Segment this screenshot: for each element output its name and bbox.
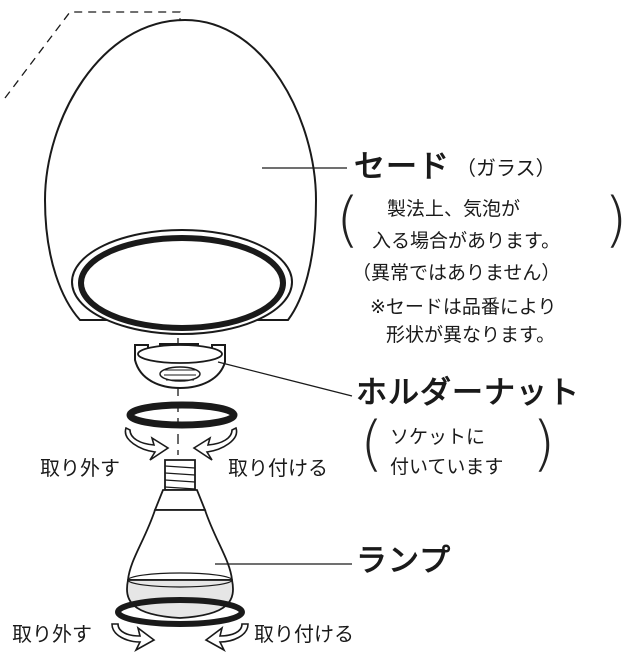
holder-note-open-paren: ( [360, 409, 384, 479]
shade-material: （ガラス） [456, 156, 556, 180]
holder-nut-top [137, 344, 223, 364]
shade-note-line1: 製法上、気泡が [387, 198, 521, 220]
holder-nut-thread [159, 366, 201, 382]
shade-opening-rim [78, 235, 286, 331]
shade-note-line2: 入る場合があります。 [372, 230, 561, 252]
shade-title: セード [354, 149, 450, 185]
remove-label-lower: 取り外す [12, 622, 92, 646]
holder-note-line2: 付いています [390, 456, 504, 478]
shade-note-close-paren: ) [604, 185, 628, 255]
holder-nut-thread-lines [163, 369, 197, 381]
rotate-attach-arrow-upper [192, 426, 238, 461]
rotate-remove-arrow-lower [111, 623, 156, 652]
rotate-attach-arrow-lower [204, 623, 249, 652]
shade [43, 18, 318, 335]
rotate-remove-arrow-upper [124, 426, 170, 461]
attach-label-upper: 取り付ける [228, 456, 328, 480]
holder-leader-line [217, 361, 353, 397]
holder-note-line1: ソケットに [390, 426, 486, 448]
holder-nut [134, 343, 226, 390]
shade-note-open-paren: ( [336, 185, 360, 255]
remove-label-upper: 取り外す [40, 456, 120, 480]
lamp-screw-threads [164, 465, 196, 490]
attach-label-lower: 取り付ける [254, 622, 354, 646]
holder-note-close-paren: ) [532, 409, 556, 479]
shade-note2-line1: ※セードは品番により [370, 296, 557, 318]
shade-note2-line2: 形状が異なります。 [386, 324, 556, 346]
upper-ring [126, 401, 238, 429]
holder-title: ホルダーナット [356, 375, 580, 411]
lower-ring [115, 597, 245, 627]
lamp-globe-seam [127, 572, 233, 588]
shade-note-line3: （異常ではありません） [352, 262, 561, 284]
shade-opening-outer [71, 229, 293, 335]
lamp [126, 459, 234, 619]
lamp-neck [153, 489, 207, 511]
lamp-title: ランプ [356, 543, 452, 579]
lamp-body [127, 509, 233, 581]
